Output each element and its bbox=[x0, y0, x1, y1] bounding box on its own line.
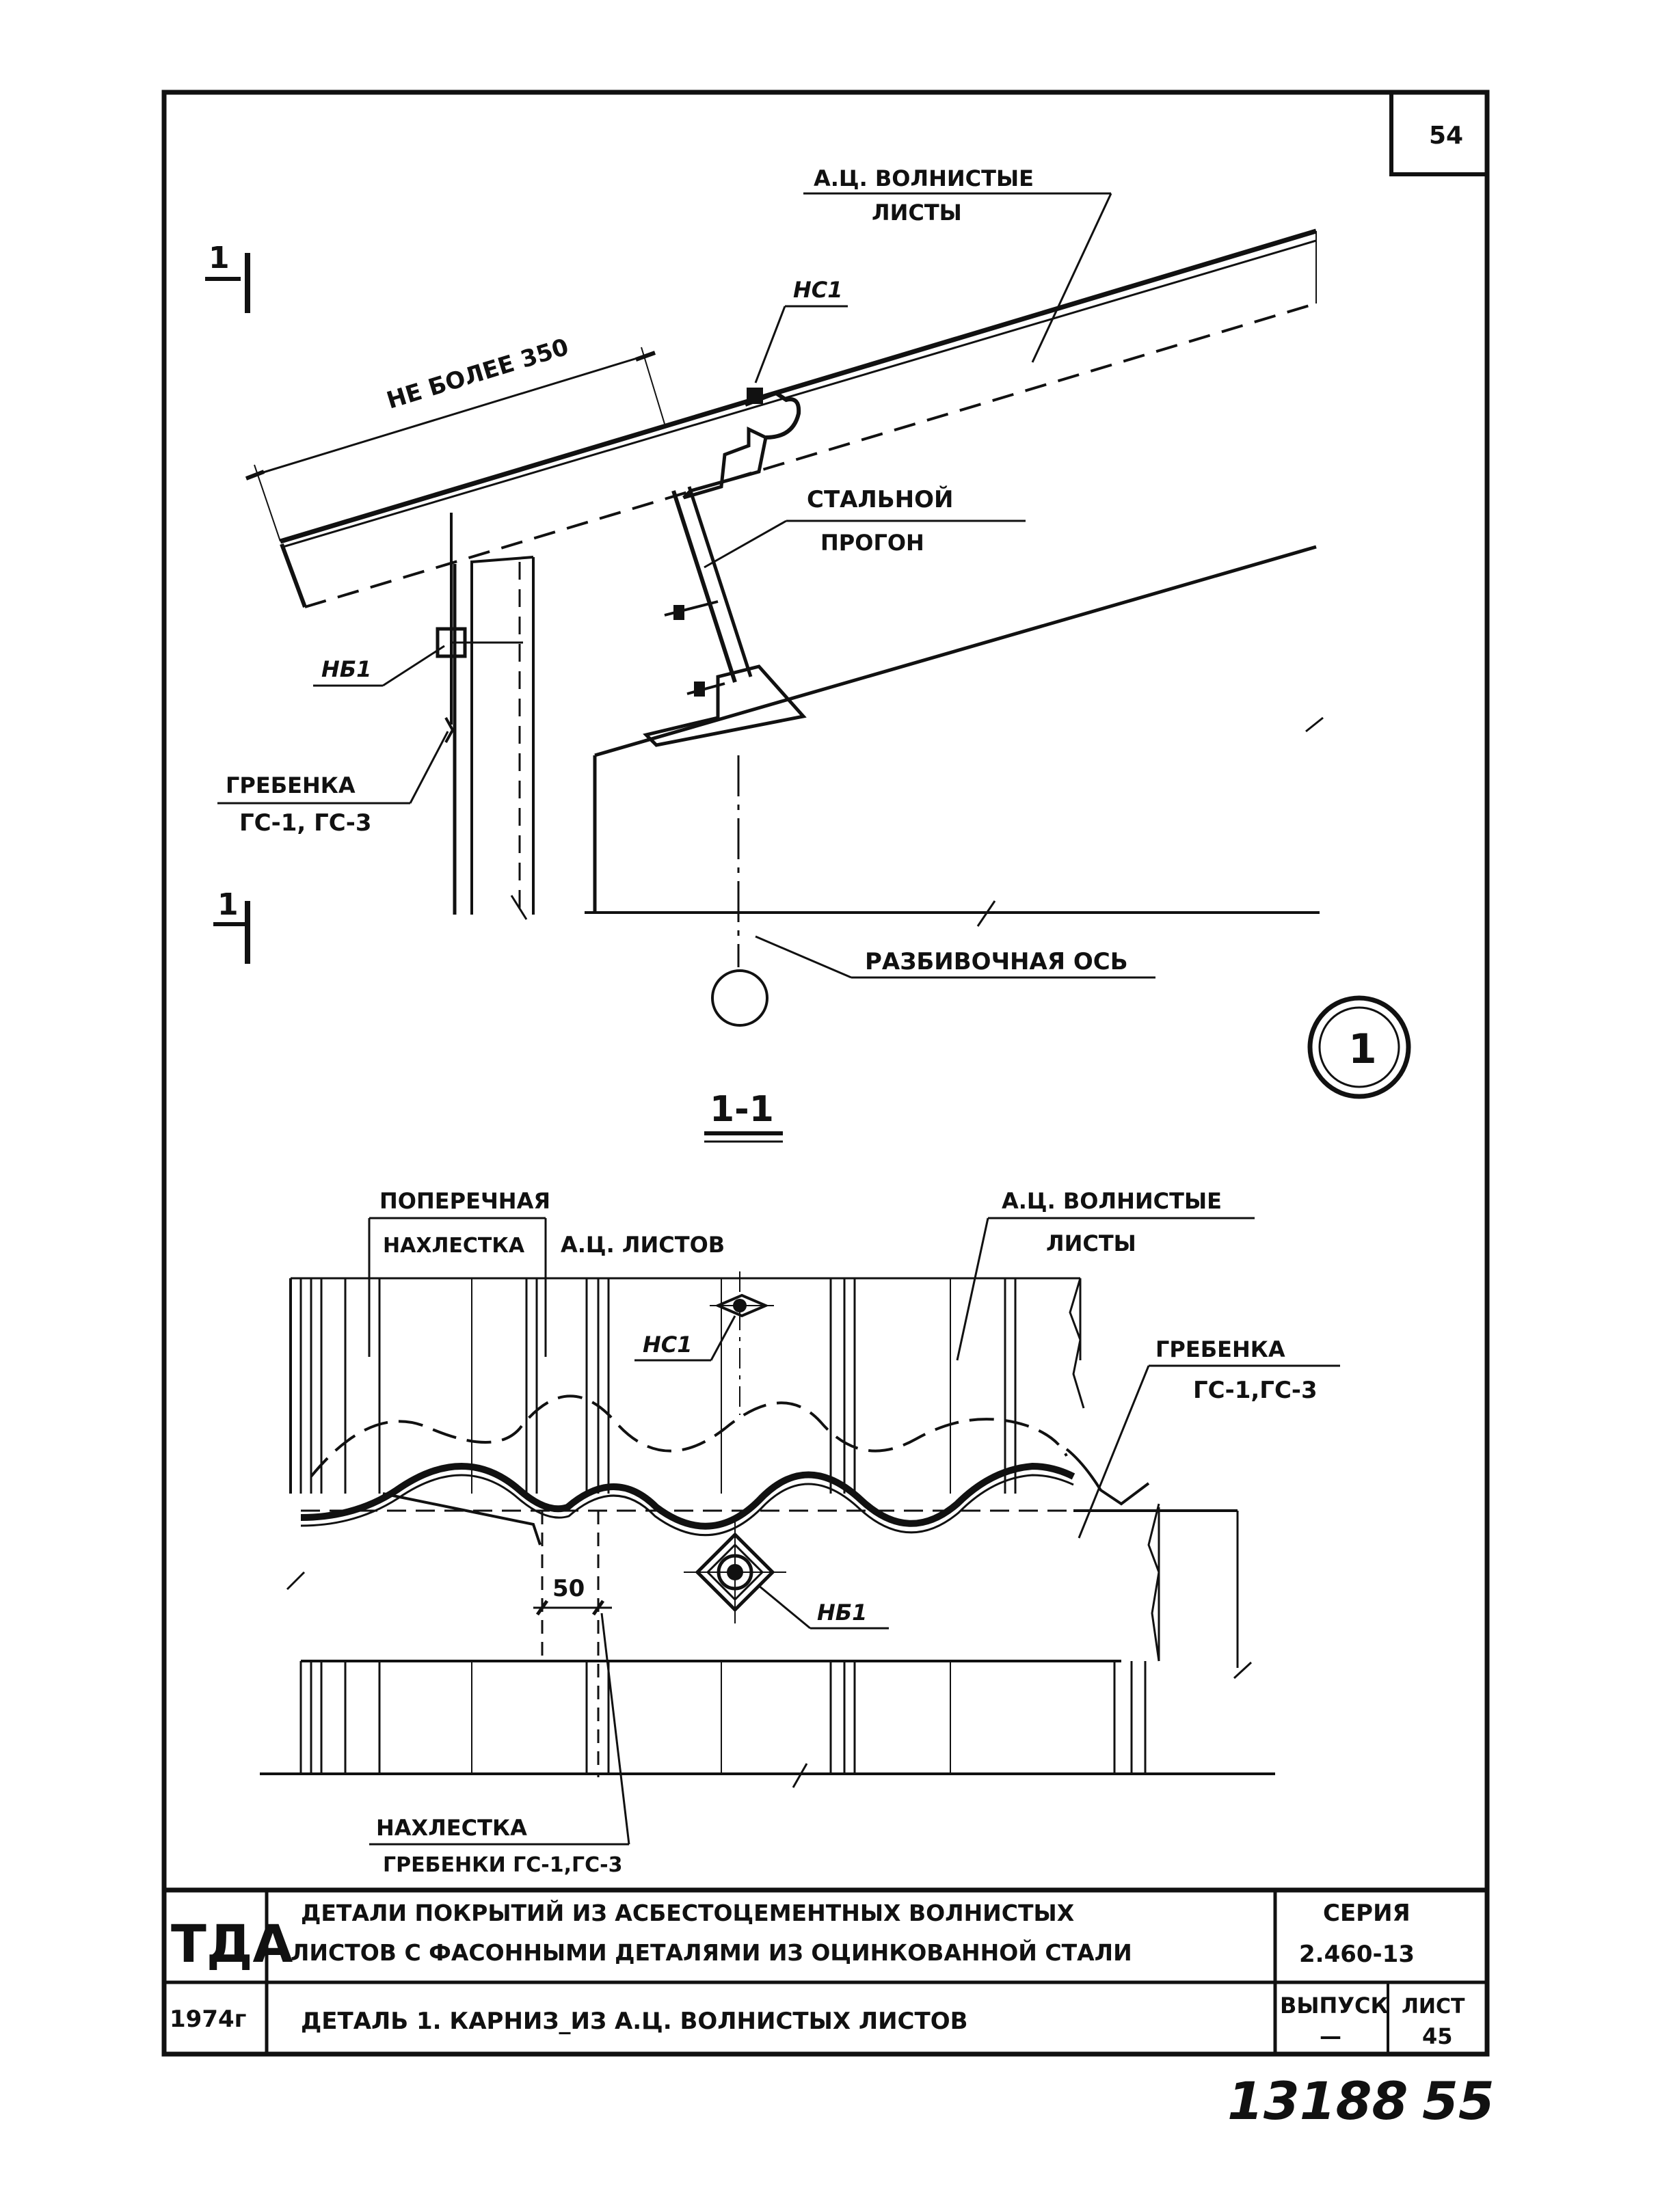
svg-text:ГС-1, ГС-3: ГС-1, ГС-3 bbox=[239, 809, 372, 837]
svg-text:НС1: НС1 bbox=[793, 277, 843, 303]
svg-text:ПОПЕРЕЧНАЯ: ПОПЕРЕЧНАЯ bbox=[379, 1188, 550, 1214]
svg-text:1-1: 1-1 bbox=[710, 1089, 774, 1130]
svg-text:НБ1: НБ1 bbox=[817, 1600, 867, 1626]
series-label: СЕРИЯ bbox=[1323, 1900, 1411, 1927]
label-comb-section: ГРЕБЕНКА ГС-1,ГС-3 bbox=[1078, 1336, 1340, 1539]
label-comb-elevation: ГРЕБЕНКА ГС-1, ГС-3 bbox=[217, 731, 449, 837]
sheet-corrugations-lower bbox=[299, 1661, 1147, 1774]
logo-tda: ТДА bbox=[171, 1913, 293, 1974]
sheet-number-box: 54 bbox=[1389, 92, 1487, 176]
label-nb1-elevation: НБ1 bbox=[313, 645, 445, 687]
year: 1974г bbox=[170, 2006, 246, 2033]
title-block: ТДА ДЕТАЛИ ПОКРЫТИЙ ИЗ АСБЕСТОЦЕМЕНТНЫХ … bbox=[164, 1887, 1487, 2054]
sheet-number: 54 bbox=[1429, 122, 1463, 150]
sheet-value: 45 bbox=[1422, 2023, 1453, 2049]
svg-text:СТАЛЬНОЙ: СТАЛЬНОЙ bbox=[807, 485, 953, 513]
section-1-1: 1-1 ПОПЕРЕЧНАЯ НАХЛЕСТКА А.Ц. ЛИСТОВ А.Ц… bbox=[260, 1089, 1340, 1877]
svg-text:50: 50 bbox=[552, 1575, 585, 1602]
svg-text:РАЗБИВОЧНАЯ ОСЬ: РАЗБИВОЧНАЯ ОСЬ bbox=[865, 948, 1128, 975]
label-steel-purlin: СТАЛЬНОЙ ПРОГОН bbox=[704, 485, 1026, 569]
dimension-350: НЕ БОЛЕЕ 350 bbox=[245, 334, 665, 542]
fastener-ns1-elevation: НС1 bbox=[744, 277, 848, 440]
beam bbox=[585, 545, 1324, 927]
sheet-corrugations-upper bbox=[299, 1278, 1017, 1494]
sheet-profile-hidden bbox=[310, 1394, 1068, 1478]
drawing-frame bbox=[161, 90, 1490, 2057]
svg-text:НС1: НС1 bbox=[643, 1332, 693, 1358]
svg-text:1: 1 bbox=[217, 887, 239, 922]
fastener-nb1-section: НБ1 bbox=[684, 1521, 889, 1630]
label-transverse-overlap: ПОПЕРЕЧНАЯ НАХЛЕСТКА А.Ц. ЛИСТОВ bbox=[368, 1188, 725, 1357]
svg-text:ПРОГОН: ПРОГОН bbox=[820, 530, 924, 556]
label-ac-sheets: А.Ц. ВОЛНИСТЫЕ ЛИСТЫ bbox=[803, 165, 1112, 363]
sheet-label: ЛИСТ bbox=[1402, 1995, 1465, 2019]
label-comb-overlap: НАХЛЕСТКА ГРЕБЕНКИ ГС-1,ГС-3 bbox=[369, 1613, 630, 1877]
svg-text:ГРЕБЕНКА: ГРЕБЕНКА bbox=[1155, 1336, 1285, 1362]
section-title: 1-1 bbox=[704, 1089, 783, 1143]
roof-sheet bbox=[279, 228, 1318, 608]
page-number: 55 bbox=[1422, 2071, 1495, 2131]
svg-text:А.Ц. ВОЛНИСТЫЕ: А.Ц. ВОЛНИСТЫЕ bbox=[814, 165, 1034, 191]
svg-text:А.Ц. ЛИСТОВ: А.Ц. ЛИСТОВ bbox=[561, 1232, 725, 1258]
detail-number-circle: 1 bbox=[1307, 995, 1411, 1099]
svg-text:ГРЕБЕНКА: ГРЕБЕНКА bbox=[226, 772, 356, 798]
svg-text:НАХЛЕСТКА: НАХЛЕСТКА bbox=[383, 1234, 525, 1258]
svg-text:1: 1 bbox=[209, 241, 230, 275]
svg-text:1: 1 bbox=[1348, 1025, 1377, 1073]
svg-text:НЕ БОЛЕЕ 350: НЕ БОЛЕЕ 350 bbox=[384, 334, 572, 415]
svg-text:ГРЕБЕНКИ ГС-1,ГС-3: ГРЕБЕНКИ ГС-1,ГС-3 bbox=[383, 1853, 622, 1877]
comb-profile bbox=[300, 1448, 1150, 1546]
svg-text:А.Ц. ВОЛНИСТЫЕ: А.Ц. ВОЛНИСТЫЕ bbox=[1002, 1188, 1222, 1214]
title-line-1: ДЕТАЛИ ПОКРЫТИЙ ИЗ АСБЕСТОЦЕМЕНТНЫХ ВОЛН… bbox=[301, 1899, 1074, 1926]
issue-label: ВЫПУСК bbox=[1280, 1993, 1389, 2019]
steel-purlin bbox=[643, 427, 807, 747]
title-line-2: ЛИСТОВ С ФАСОННЫМИ ДЕТАЛЯМИ ИЗ ОЦИНКОВАН… bbox=[291, 1939, 1132, 1966]
svg-text:ЛИСТЫ: ЛИСТЫ bbox=[1046, 1230, 1136, 1256]
series-value: 2.460-13 bbox=[1299, 1941, 1415, 1968]
setting-out-axis: РАЗБИВОЧНАЯ ОСЬ bbox=[711, 755, 1155, 1027]
svg-text:НБ1: НБ1 bbox=[321, 656, 371, 682]
fastener-ns1-section: НС1 bbox=[634, 1271, 774, 1415]
wall-column bbox=[436, 513, 535, 920]
archive-number: 13188 bbox=[1227, 2071, 1408, 2131]
svg-text:ГС-1,ГС-3: ГС-1,ГС-3 bbox=[1193, 1377, 1318, 1404]
comb-band bbox=[286, 1503, 1253, 1777]
svg-text:ЛИСТЫ: ЛИСТЫ bbox=[872, 200, 962, 226]
dimension-50: 50 bbox=[533, 1575, 612, 1616]
elevation-detail: 1 1 НЕ БОЛЕЕ 350 А.Ц. ВОЛН bbox=[205, 165, 1411, 1099]
svg-text:НАХЛЕСТКА: НАХЛЕСТКА bbox=[376, 1815, 527, 1841]
label-ac-sheets-section: А.Ц. ВОЛНИСТЫЕ ЛИСТЫ bbox=[956, 1188, 1255, 1361]
issue-value: — bbox=[1320, 2023, 1341, 2049]
detail-title: ДЕТАЛЬ 1. КАРНИЗ_ИЗ А.Ц. ВОЛНИСТЫХ ЛИСТО… bbox=[301, 2008, 968, 2035]
section-marker-top: 1 bbox=[205, 241, 250, 313]
section-marker-bottom: 1 bbox=[213, 887, 250, 964]
